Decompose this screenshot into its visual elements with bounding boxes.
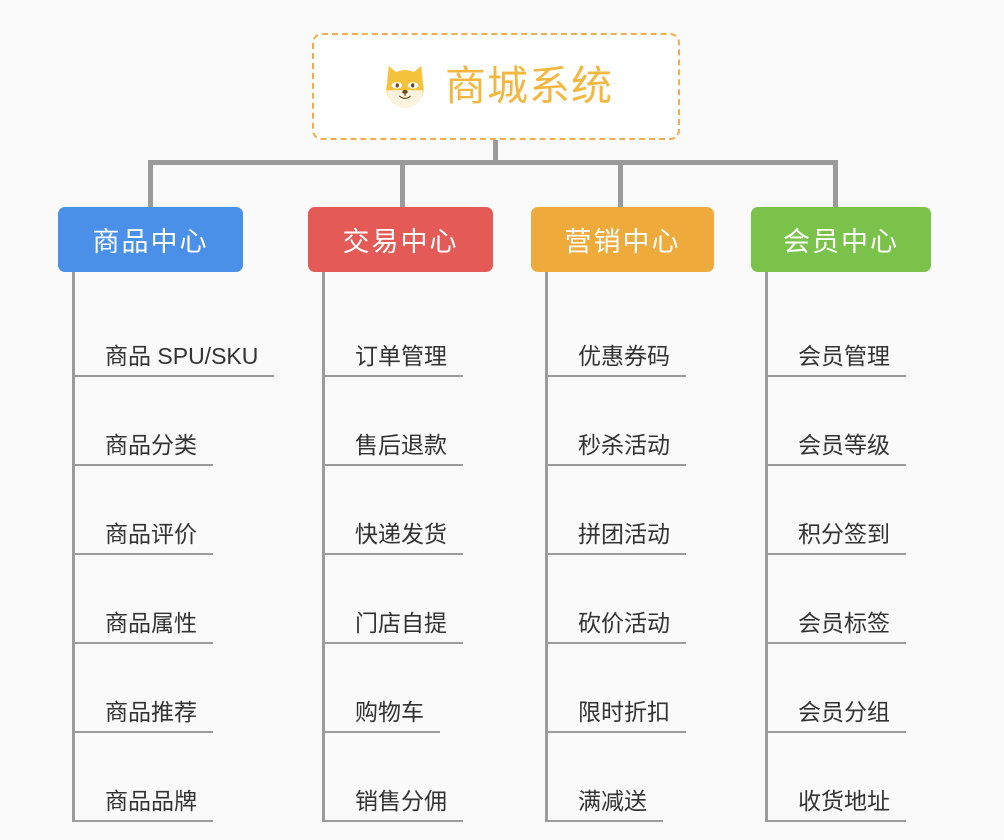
leaf-item[interactable]: 会员标签 xyxy=(768,555,971,644)
branch-column-3: 营销中心 优惠券码 秒杀活动 拼团活动 砍价活动 限时折扣 满减送 xyxy=(531,207,751,822)
connector-horizontal-bus xyxy=(148,160,838,165)
leaf-item[interactable]: 商品推荐 xyxy=(75,644,308,733)
root-title: 商城系统 xyxy=(445,63,613,109)
leaf-label: 积分签到 xyxy=(768,521,906,555)
leaf-item[interactable]: 商品 SPU/SKU xyxy=(75,288,308,377)
leaf-label: 会员标签 xyxy=(768,610,906,644)
leaf-item[interactable]: 限时折扣 xyxy=(548,644,751,733)
branch-header-2[interactable]: 交易中心 xyxy=(308,207,493,272)
connector-drop-1 xyxy=(148,160,153,208)
branch-label-4: 会员中心 xyxy=(783,227,899,257)
leaf-label: 售后退款 xyxy=(325,432,463,466)
leaf-item[interactable]: 会员管理 xyxy=(768,288,971,377)
leaf-label: 快递发货 xyxy=(325,521,463,555)
leaf-item[interactable]: 售后退款 xyxy=(325,377,528,466)
branch-header-3[interactable]: 营销中心 xyxy=(531,207,714,272)
leaf-item[interactable]: 快递发货 xyxy=(325,466,528,555)
branch-header-4[interactable]: 会员中心 xyxy=(751,207,931,272)
leaf-label: 会员分组 xyxy=(768,699,906,733)
leaf-label: 商品评价 xyxy=(75,521,213,555)
leaf-item[interactable]: 砍价活动 xyxy=(548,555,751,644)
branch-column-1: 商品中心 商品 SPU/SKU 商品分类 商品评价 商品属性 商品推荐 商品品牌 xyxy=(58,207,308,822)
branch-items-2: 订单管理 售后退款 快递发货 门店自提 购物车 销售分佣 xyxy=(322,272,528,822)
branch-label-3: 营销中心 xyxy=(564,227,681,257)
leaf-label: 商品分类 xyxy=(75,432,213,466)
leaf-label: 门店自提 xyxy=(325,610,463,644)
leaf-label: 优惠券码 xyxy=(548,343,686,377)
connector-drop-3 xyxy=(618,160,623,208)
leaf-item[interactable]: 会员等级 xyxy=(768,377,971,466)
branch-header-1[interactable]: 商品中心 xyxy=(58,207,243,272)
leaf-item[interactable]: 订单管理 xyxy=(325,288,528,377)
leaf-item[interactable]: 优惠券码 xyxy=(548,288,751,377)
branch-label-2: 交易中心 xyxy=(342,227,459,257)
leaf-item[interactable]: 购物车 xyxy=(325,644,528,733)
leaf-item[interactable]: 商品品牌 xyxy=(75,733,308,822)
leaf-label: 限时折扣 xyxy=(548,699,686,733)
leaf-item[interactable]: 商品分类 xyxy=(75,377,308,466)
leaf-label: 秒杀活动 xyxy=(548,432,686,466)
connector-drop-2 xyxy=(400,160,405,208)
leaf-label: 砍价活动 xyxy=(548,610,686,644)
leaf-label: 销售分佣 xyxy=(325,788,463,822)
connector-root-stem xyxy=(493,140,498,165)
leaf-label: 会员管理 xyxy=(768,343,906,377)
leaf-item[interactable]: 商品属性 xyxy=(75,555,308,644)
leaf-label: 商品 SPU/SKU xyxy=(75,343,275,377)
leaf-label: 拼团活动 xyxy=(548,521,686,555)
dog-face-icon xyxy=(379,61,431,113)
leaf-item[interactable]: 商品评价 xyxy=(75,466,308,555)
leaf-item[interactable]: 会员分组 xyxy=(768,644,971,733)
branch-label-1: 商品中心 xyxy=(92,227,209,257)
leaf-label: 商品品牌 xyxy=(75,788,213,822)
leaf-item[interactable]: 门店自提 xyxy=(325,555,528,644)
leaf-item[interactable]: 拼团活动 xyxy=(548,466,751,555)
branch-items-3: 优惠券码 秒杀活动 拼团活动 砍价活动 限时折扣 满减送 xyxy=(545,272,751,822)
root-node-content: 商城系统 xyxy=(379,61,613,113)
leaf-label: 满减送 xyxy=(548,788,663,822)
leaf-item[interactable]: 满减送 xyxy=(548,733,751,822)
leaf-label: 商品推荐 xyxy=(75,699,213,733)
leaf-label: 购物车 xyxy=(325,699,440,733)
leaf-label: 商品属性 xyxy=(75,610,213,644)
connector-drop-4 xyxy=(833,160,838,208)
root-node[interactable]: 商城系统 xyxy=(312,33,680,140)
branch-column-2: 交易中心 订单管理 售后退款 快递发货 门店自提 购物车 销售分佣 xyxy=(308,207,528,822)
leaf-label: 收货地址 xyxy=(768,788,906,822)
branch-items-1: 商品 SPU/SKU 商品分类 商品评价 商品属性 商品推荐 商品品牌 xyxy=(72,272,308,822)
leaf-item[interactable]: 销售分佣 xyxy=(325,733,528,822)
leaf-item[interactable]: 收货地址 xyxy=(768,733,971,822)
leaf-item[interactable]: 积分签到 xyxy=(768,466,971,555)
branch-column-4: 会员中心 会员管理 会员等级 积分签到 会员标签 会员分组 收货地址 xyxy=(751,207,971,822)
leaf-item[interactable]: 秒杀活动 xyxy=(548,377,751,466)
leaf-label: 订单管理 xyxy=(325,343,463,377)
leaf-label: 会员等级 xyxy=(768,432,906,466)
branch-items-4: 会员管理 会员等级 积分签到 会员标签 会员分组 收货地址 xyxy=(765,272,971,822)
